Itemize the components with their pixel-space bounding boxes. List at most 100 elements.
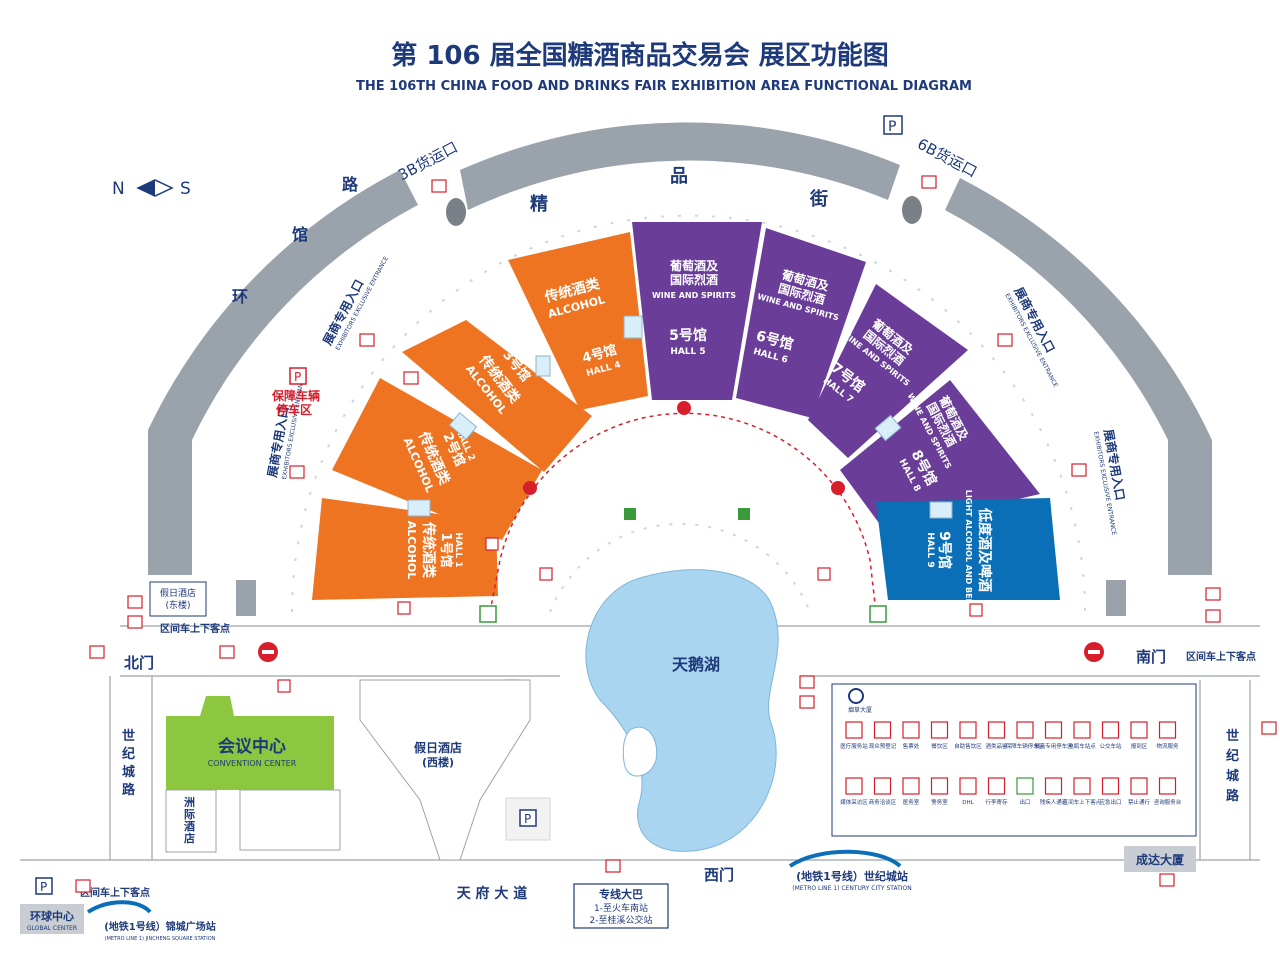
hall-5 xyxy=(632,222,762,400)
legend-label: 自助售饮区 xyxy=(954,742,982,750)
legend-icon xyxy=(845,721,863,739)
guarantee-parking-label-1: 保障车辆 xyxy=(271,388,320,403)
svg-text:5号馆: 5号馆 xyxy=(669,327,707,344)
legend-label: 物流服务 xyxy=(1156,742,1179,750)
legend-panel: 烟草大厦 医疗服务站观众预登记售票处餐饮区自助售饮区酒类品鉴保障车辆停车区展商专… xyxy=(831,683,1197,837)
dock-left-label: 3B货运口 xyxy=(395,138,461,184)
metro-century-logo xyxy=(788,849,902,868)
hall-6 xyxy=(736,228,866,418)
svg-text:HALL 9: HALL 9 xyxy=(925,532,935,567)
entrance-icon xyxy=(869,605,887,623)
entrance-icon xyxy=(479,605,497,623)
metro-jincheng-en: (METRO LINE 1) JINCHENG SQUARE STATION xyxy=(105,936,216,942)
boutique-street-label: 精 品 街 xyxy=(530,166,828,215)
compass: N S xyxy=(112,179,191,199)
ring-road-label: 环 馆 路 xyxy=(232,175,359,306)
north-gate-label: 北门 xyxy=(124,654,154,672)
holiday-inn-west-label-2: (西楼) xyxy=(422,755,454,769)
legend-icon xyxy=(1158,721,1177,739)
legend-icon xyxy=(930,777,949,795)
info-icon xyxy=(831,481,845,495)
legend-icon xyxy=(930,721,949,739)
svg-text:街: 街 xyxy=(809,188,828,210)
svg-text:纪: 纪 xyxy=(1226,748,1239,764)
legend-label: 电瓶车站点 xyxy=(1068,742,1096,750)
hall-4 xyxy=(508,232,648,410)
svg-text:世: 世 xyxy=(122,728,135,744)
legend-label: 医疗服务站 xyxy=(840,742,868,750)
compass-north: N xyxy=(112,179,125,199)
convention-center-en: CONVENTION CENTER xyxy=(208,759,297,768)
svg-text:际: 际 xyxy=(184,807,195,821)
legend-icon xyxy=(1073,721,1091,739)
svg-text:WINE AND SPIRITS: WINE AND SPIRITS xyxy=(652,291,736,300)
legend-label: 餐饮区 xyxy=(931,742,948,750)
legend-icon xyxy=(959,721,977,739)
exhibitor-entrance-right-2: 展商专用入口 EXHIBITORS EXCLUSIVE ENTRANCE xyxy=(1092,428,1128,536)
global-center-en: GLOBAL CENTER xyxy=(27,925,77,932)
dock-left-marker xyxy=(446,198,466,226)
holiday-inn-east-box xyxy=(149,581,207,617)
svg-text:城: 城 xyxy=(122,764,135,780)
holiday-inn-east-label-2: (东楼) xyxy=(165,599,190,611)
shuttle-bus-line2: 2-至桂溪公交站 xyxy=(590,914,653,926)
legend-label: 残疾人通道 xyxy=(1040,798,1068,806)
south-gate-label: 南门 xyxy=(1136,648,1166,666)
shuttle-stop-south: 区间车上下客点 xyxy=(1186,650,1256,663)
legend-label: 区间车上下客点 xyxy=(1063,798,1102,806)
legend-label: 展商专用停车区 xyxy=(1034,742,1073,750)
legend-icon xyxy=(1130,721,1148,739)
global-center-box xyxy=(20,904,84,934)
legend-icon xyxy=(1016,721,1034,739)
legend-icon xyxy=(987,777,1006,795)
svg-text:葡萄酒及: 葡萄酒及 xyxy=(669,258,719,273)
legend-label: DHL xyxy=(962,800,974,806)
legend-label: 公交车站 xyxy=(1099,742,1122,750)
gray-block-right xyxy=(1106,580,1126,616)
legend-label: 报到区 xyxy=(1131,742,1148,750)
west-gate-label: 西门 xyxy=(704,866,734,884)
svg-text:店: 店 xyxy=(184,831,195,845)
compass-south: S xyxy=(180,179,191,199)
legend-icon xyxy=(1130,777,1148,795)
dock-right-marker xyxy=(902,196,922,224)
legend-icon xyxy=(1158,777,1177,795)
svg-text:P: P xyxy=(888,119,896,135)
svg-text:酒: 酒 xyxy=(184,820,195,833)
legend-icon xyxy=(902,777,920,795)
svg-text:路: 路 xyxy=(1226,788,1240,804)
legend-label: 咨询服务台 xyxy=(1154,798,1182,806)
svg-text:世: 世 xyxy=(1226,728,1239,744)
svg-text:精: 精 xyxy=(530,193,548,215)
guarantee-parking-label-2: 停车区 xyxy=(276,402,312,417)
convention-outline xyxy=(239,789,341,851)
tianfu-road-label: 天 府 大 道 xyxy=(457,885,528,902)
legend-icon xyxy=(1101,721,1120,739)
halls-fan xyxy=(312,222,1060,600)
svg-text:洲: 洲 xyxy=(184,796,195,809)
map-title-cn: 第 106 届全国糖酒商品交易会 展区功能图 xyxy=(391,40,888,71)
legend-label: 行李寄存 xyxy=(985,798,1008,806)
century-road-right-label: 世 纪 城 路 xyxy=(1226,728,1240,804)
hall-9-label: 低度酒及啤酒 LIGHT ALCOHOL AND BEER 9号馆 HALL 9 xyxy=(925,490,993,610)
chengda-building xyxy=(1124,846,1196,872)
exit-icon xyxy=(738,508,750,520)
svg-text:LIGHT ALCOHOL AND BEER: LIGHT ALCOHOL AND BEER xyxy=(964,490,973,610)
holiday-inn-west-label-1: 假日酒店 xyxy=(414,740,462,755)
svg-text:路: 路 xyxy=(342,175,359,194)
svg-text:ALCOHOL: ALCOHOL xyxy=(405,521,418,580)
global-center-cn: 环球中心 xyxy=(30,909,74,923)
legend-label: 酒类品鉴 xyxy=(985,742,1008,750)
svg-text:9号馆: 9号馆 xyxy=(936,531,953,569)
parking-icon-global xyxy=(35,877,53,895)
svg-text:P: P xyxy=(40,880,47,894)
metro-century-en: (METRO LINE 1) CENTURY CITY STATION xyxy=(792,885,912,892)
legend-label: 出口 xyxy=(1019,798,1030,806)
legend-label: 媒体采访区 xyxy=(840,798,868,806)
century-road-left-label: 世 纪 城 路 xyxy=(122,728,136,798)
metro-jincheng-cn: (地铁1号线）锦城广场站 xyxy=(104,920,216,933)
shuttle-stop-north: 区间车上下客点 xyxy=(160,622,230,635)
legend-icon xyxy=(873,721,892,739)
svg-text:环: 环 xyxy=(232,287,248,306)
